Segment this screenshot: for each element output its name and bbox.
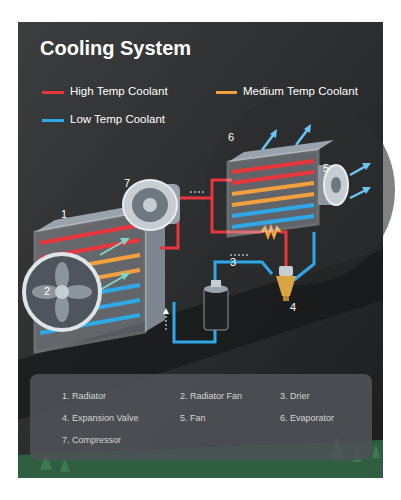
cool-air-arrows (270, 129, 277, 138)
callout-number: 1 (61, 208, 67, 220)
part-list-item: 6. Evaporator (280, 413, 334, 423)
cool-air-arrows (362, 163, 371, 170)
drier (204, 288, 228, 330)
evaporator (232, 172, 314, 183)
callout-number: 6 (228, 131, 234, 143)
evaporator (232, 205, 314, 216)
parts-list-panel: 1. Radiator 2. Radiator Fan 3. Drier 4. Exp… (30, 374, 372, 460)
airflow-arrows (100, 238, 130, 290)
pipes-hot (280, 232, 286, 268)
part-list-item: 2. Radiator Fan (180, 391, 242, 401)
legend-swatch (216, 91, 237, 94)
evaporator (232, 161, 314, 172)
evaporator-fan (331, 177, 341, 193)
title: Cooling System (40, 37, 191, 60)
legend-label: Low Temp Coolant (70, 113, 165, 125)
cool-air-arrows (262, 134, 274, 150)
compressor (123, 180, 177, 230)
cool-air-arrows (350, 190, 366, 198)
legend-label: Medium Temp Coolant (243, 85, 358, 97)
callout-number: 5 (323, 162, 329, 174)
expansion-valve (276, 266, 296, 301)
legend-swatch (42, 119, 64, 122)
part-list-item: 7. Compressor (62, 435, 121, 445)
legend-label: High Temp Coolant (70, 85, 168, 97)
evaporator (232, 194, 314, 205)
part-list-item: 1. Radiator (62, 391, 106, 401)
cool-air-arrows (296, 129, 308, 145)
cool-air-arrows (262, 124, 371, 198)
evaporator (232, 183, 314, 194)
expansion-valve (279, 266, 293, 276)
flow-arrows (230, 255, 250, 256)
compressor (143, 198, 157, 212)
pipes-cold (174, 232, 314, 342)
pipes-cold (215, 262, 272, 290)
part-list-item: 5. Fan (180, 413, 206, 423)
callout-number: 4 (290, 301, 296, 313)
flow-arrows (166, 312, 167, 330)
radiator-fan (55, 285, 69, 299)
part-list-item: 4. Expansion Valve (62, 413, 138, 423)
radiator-fan (24, 254, 100, 330)
pipes-cold (294, 232, 314, 280)
background-panel (205, 95, 395, 285)
expansion-valve (283, 296, 289, 301)
airflow-arrows (120, 273, 130, 280)
airflow-arrows (100, 240, 126, 255)
airflow-arrows (120, 238, 130, 245)
part-list-item: 3. Drier (280, 391, 310, 401)
compressor (123, 180, 180, 230)
background-panel (18, 22, 395, 478)
airflow-arrows (100, 275, 126, 290)
legend-swatch (42, 91, 64, 94)
drier (204, 280, 228, 330)
cool-air-arrows (362, 187, 371, 194)
compressor (132, 188, 168, 222)
flow-arrows (163, 308, 169, 314)
callout-number: 2 (44, 285, 50, 297)
drier (211, 280, 221, 287)
evaporator (232, 216, 314, 227)
cool-air-arrows (304, 124, 311, 133)
flow-arrows (190, 192, 204, 193)
expansion-valve (276, 276, 296, 296)
pipes-hot (172, 180, 232, 198)
callout-number: 3 (230, 256, 236, 268)
callout-number: 7 (124, 177, 130, 189)
cool-air-arrows (350, 166, 366, 175)
evaporator (228, 150, 318, 236)
radiator-fan (24, 254, 100, 330)
evaporator-fan (318, 165, 348, 205)
